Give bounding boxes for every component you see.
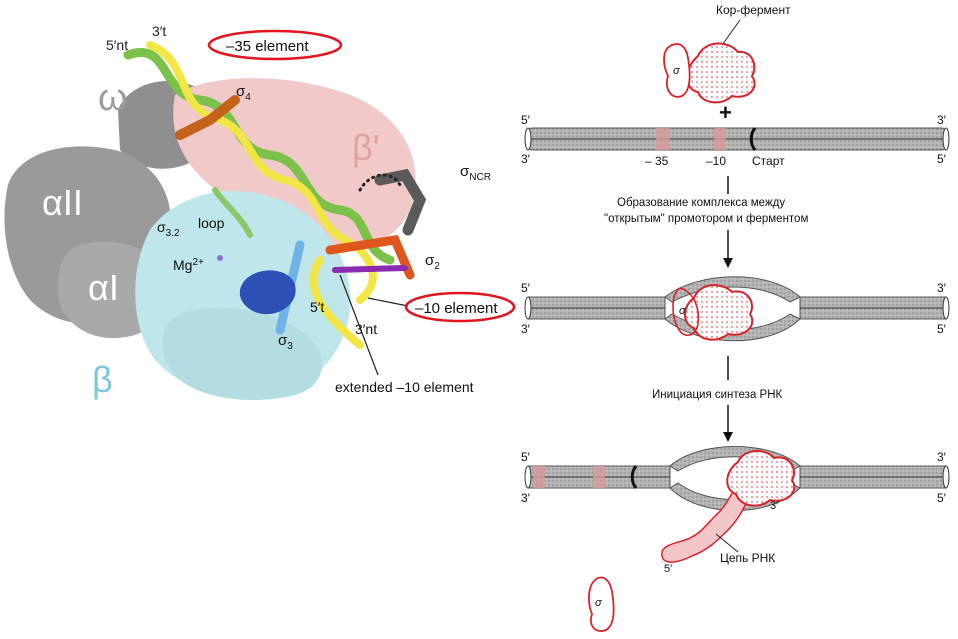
step2-caption: Инициация синтеза РНК: [652, 389, 783, 401]
mg-ion: [217, 255, 223, 261]
minus10-leader: [367, 297, 409, 307]
row3-minus35-box: [533, 466, 545, 488]
sigma2-domain: [325, 235, 415, 280]
sigma-label-top: σ: [673, 65, 680, 77]
dna-row-3: 5′ 3′ 3′ 5′ 3′ Цепь РНК 5′: [521, 446, 950, 575]
sigma2-label: σ2: [425, 252, 440, 272]
minus35-highlight: [207, 29, 343, 61]
omega-label: ω: [98, 77, 128, 119]
sigma3-label: σ3: [278, 332, 293, 352]
dna-3t-top-label: 3′t: [152, 23, 166, 39]
row1-5prime-right: 5′: [937, 152, 947, 166]
rna-chain-label: Цепь РНК: [720, 551, 775, 565]
minus35-label-right: – 35: [645, 154, 669, 168]
polymerase-structure: ω β' αII αI β 5′nt 3′t –35 element σ4 σN…: [4, 23, 516, 400]
extended-leader: [339, 274, 379, 376]
step1-line1: Образование комплекса между: [617, 197, 785, 209]
enzyme-shape-row3: [726, 450, 796, 507]
row3-start-mark: [630, 465, 638, 489]
sigma-ncr-label: σNCR: [460, 163, 491, 183]
arrow-2-head: [723, 432, 733, 442]
dna-lower-yellow: [309, 256, 364, 349]
released-sigma-label: σ: [595, 597, 602, 609]
dna-template-strand: [123, 48, 395, 265]
sigma-label-row2: σ: [679, 305, 686, 317]
dna-row-1: 5′ 3′ 3′ 5′ – 35 –10 Старт: [521, 113, 950, 168]
rna-chain: [661, 476, 753, 563]
sigma-shape-row2: [672, 287, 700, 336]
row2-3prime-left: 3′: [521, 322, 531, 336]
row3-5prime-right: 5′: [937, 491, 947, 505]
start-label: Старт: [752, 154, 785, 168]
released-sigma-shape: [588, 576, 615, 632]
step1-line2: "открытым" промотором и ферментом: [604, 213, 808, 225]
sigma32-loop: [212, 187, 253, 238]
plus-sign: +: [719, 100, 732, 125]
start-mark: [749, 127, 757, 151]
sigma3-blue-helices: [239, 270, 296, 315]
minus35-box: [656, 128, 670, 150]
loop-label: loop: [198, 215, 225, 231]
transcription-initiation-diagram: Кор-фермент σ + 5′ 3′ 3′ 5′ – 35 –10 Ста…: [521, 3, 950, 632]
row3-minus10-box: [593, 466, 605, 488]
arrow-1-head: [723, 258, 733, 268]
row3-3prime-right: 3′: [937, 450, 947, 464]
mg-label: Mg2+: [173, 257, 204, 273]
sigma32-label: σ3.2: [157, 219, 180, 239]
enzyme-shape-row2: [684, 284, 754, 341]
minus10-highlight: [404, 291, 516, 323]
core-enzyme-label: Кор-фермент: [716, 3, 791, 17]
sigma4-label: σ4: [236, 83, 251, 103]
dna-5nt-top-label: 5′nt: [106, 37, 128, 53]
alpha-two-label: αII: [42, 182, 83, 223]
dna-3nt-label: 3′nt: [355, 321, 377, 337]
row1-3prime-left: 3′: [521, 152, 531, 166]
row2-5prime-right: 5′: [937, 322, 947, 336]
dna-5t-label: 5′t: [310, 299, 324, 315]
minus35-label: –35 element: [226, 38, 309, 55]
extended-minus10-label: extended –10 element: [335, 379, 474, 395]
row3-3prime-left: 3′: [521, 491, 531, 505]
row1-3prime-right: 3′: [937, 113, 947, 127]
minus10-label: –10 element: [415, 300, 498, 317]
minus10-label-right: –10: [706, 154, 726, 168]
beta-label: β: [92, 359, 113, 400]
beta-prime-label: β': [352, 127, 380, 168]
sigma2-purple: [332, 265, 408, 273]
sigma-shape-top: [663, 43, 691, 98]
enzyme-3prime-label: 3′: [770, 500, 778, 512]
row2-3prime-right: 3′: [937, 281, 947, 295]
sigma-ncr-domain: [374, 168, 427, 236]
row3-5prime-left: 5′: [521, 450, 531, 464]
row2-5prime-left: 5′: [521, 281, 531, 295]
alpha-one-label: αI: [88, 267, 119, 308]
sigma4-domain: [175, 95, 240, 140]
dna-row-2: σ 5′ 3′ 3′ 5′: [521, 276, 950, 342]
minus10-box: [714, 128, 726, 150]
rna-5prime-label: 5′: [664, 563, 672, 575]
core-enzyme-shape-top: [686, 42, 756, 104]
rna-leader: [715, 533, 739, 553]
sigma-ncr-dots: [358, 173, 402, 192]
row1-5prime-left: 5′: [521, 113, 531, 127]
